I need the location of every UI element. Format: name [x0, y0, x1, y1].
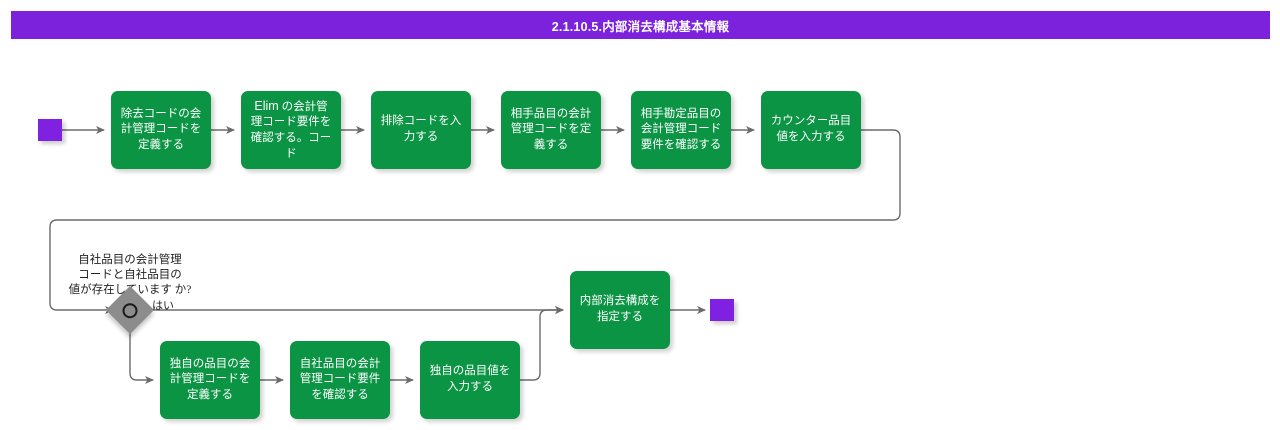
process-box-enter-counter-item-value[interactable]: カウンター品目値を入力する [761, 91, 861, 169]
process-box-enter-exclusion-code[interactable]: 排除コードを入力する [371, 91, 471, 169]
header-bar: 2.1.10.5.内部消去構成基本情報 [11, 11, 1270, 39]
process-box-define-counterpart-item-code[interactable]: 相手品目の会計管理コードを定義する [501, 91, 601, 169]
process-box-confirm-counterpart-account-requirements[interactable]: 相手勘定品目の会計管理コード要件を確認する [631, 91, 731, 169]
edge-p9-to-final [520, 306, 564, 381]
process-label-composite: Elim の会計管理コード要件を確認する。コード [249, 98, 333, 162]
process-label: の会計管理コード要件を確認する。コード [250, 100, 332, 160]
process-label: 独自の品目値を入力する [429, 365, 511, 393]
decision-center-dot [122, 302, 138, 318]
process-label: 除去コードの会計管理コードを定義する [120, 107, 202, 151]
process-box-confirm-own-item-code-requirements[interactable]: 自社品目の会計管理コード要件を確認する [290, 341, 390, 419]
process-label: 相手勘定品目の会計管理コード要件を確認する [640, 107, 722, 151]
page-title: 2.1.10.5.内部消去構成基本情報 [551, 19, 730, 34]
process-box-define-own-item-code[interactable]: 独自の品目の会計管理コードを定義する [160, 341, 260, 419]
process-label-latin: Elim [254, 98, 279, 113]
process-box-confirm-elim-code-requirements[interactable]: Elim の会計管理コード要件を確認する。コード [241, 91, 341, 169]
process-label: 排除コードを入力する [380, 115, 462, 143]
end-node[interactable] [710, 299, 734, 321]
process-label: カウンター品目値を入力する [770, 115, 852, 143]
decision-question-label: 自社品目の会計管理 コードと自社品目の 値が存在しています か? [68, 254, 192, 297]
process-label: 内部消去構成を指定する [579, 295, 661, 323]
edge-decision-no-to-p7 [129, 331, 154, 384]
process-label: 独自の品目の会計管理コードを定義する [169, 357, 251, 401]
process-label: 相手品目の会計管理コードを定義する [510, 107, 592, 151]
process-label: 自社品目の会計管理コード要件を確認する [299, 357, 381, 401]
process-box-enter-own-item-value[interactable]: 独自の品目値を入力する [420, 341, 520, 419]
process-box-define-elim-code[interactable]: 除去コードの会計管理コードを定義する [111, 91, 211, 169]
process-box-specify-internal-elimination-config[interactable]: 内部消去構成を指定する [570, 271, 670, 349]
edge-label-yes: はい [152, 300, 174, 312]
start-node[interactable] [38, 119, 62, 141]
